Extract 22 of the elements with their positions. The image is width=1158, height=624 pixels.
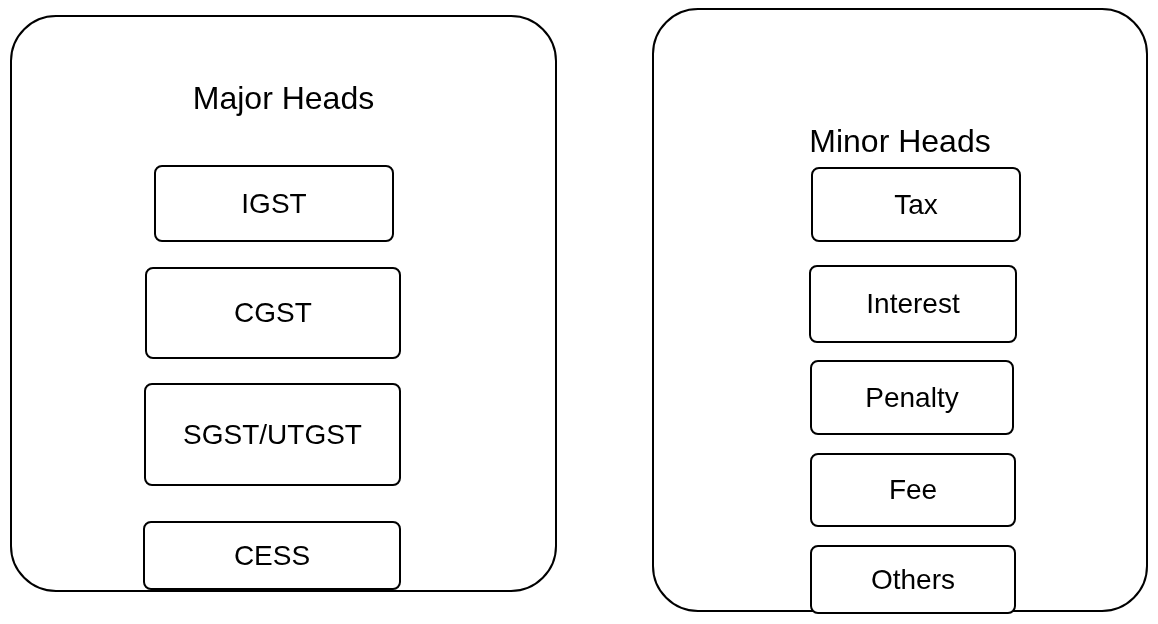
category-box — [811, 167, 1021, 242]
category-box — [809, 265, 1017, 343]
category-box — [145, 267, 401, 359]
panel-heading: Minor Heads — [809, 123, 991, 159]
category-box — [810, 545, 1016, 614]
category-label: SGST/UTGST — [183, 418, 362, 451]
category-label: CGST — [234, 297, 312, 329]
category-box — [810, 360, 1014, 435]
category-box — [154, 165, 394, 242]
category-label: Tax — [894, 188, 938, 221]
category-label: IGST — [241, 187, 307, 220]
category-label: Penalty — [865, 381, 959, 414]
group-panel — [652, 8, 1148, 612]
category-box — [810, 453, 1016, 527]
category-label: Interest — [866, 288, 960, 320]
group-panel — [10, 15, 557, 592]
category-label: Others — [871, 563, 955, 596]
category-box — [144, 383, 401, 486]
category-box — [143, 521, 401, 590]
category-label: CESS — [233, 539, 311, 572]
category-label: Fee — [888, 474, 938, 506]
panel-heading: Major Heads — [192, 80, 375, 116]
